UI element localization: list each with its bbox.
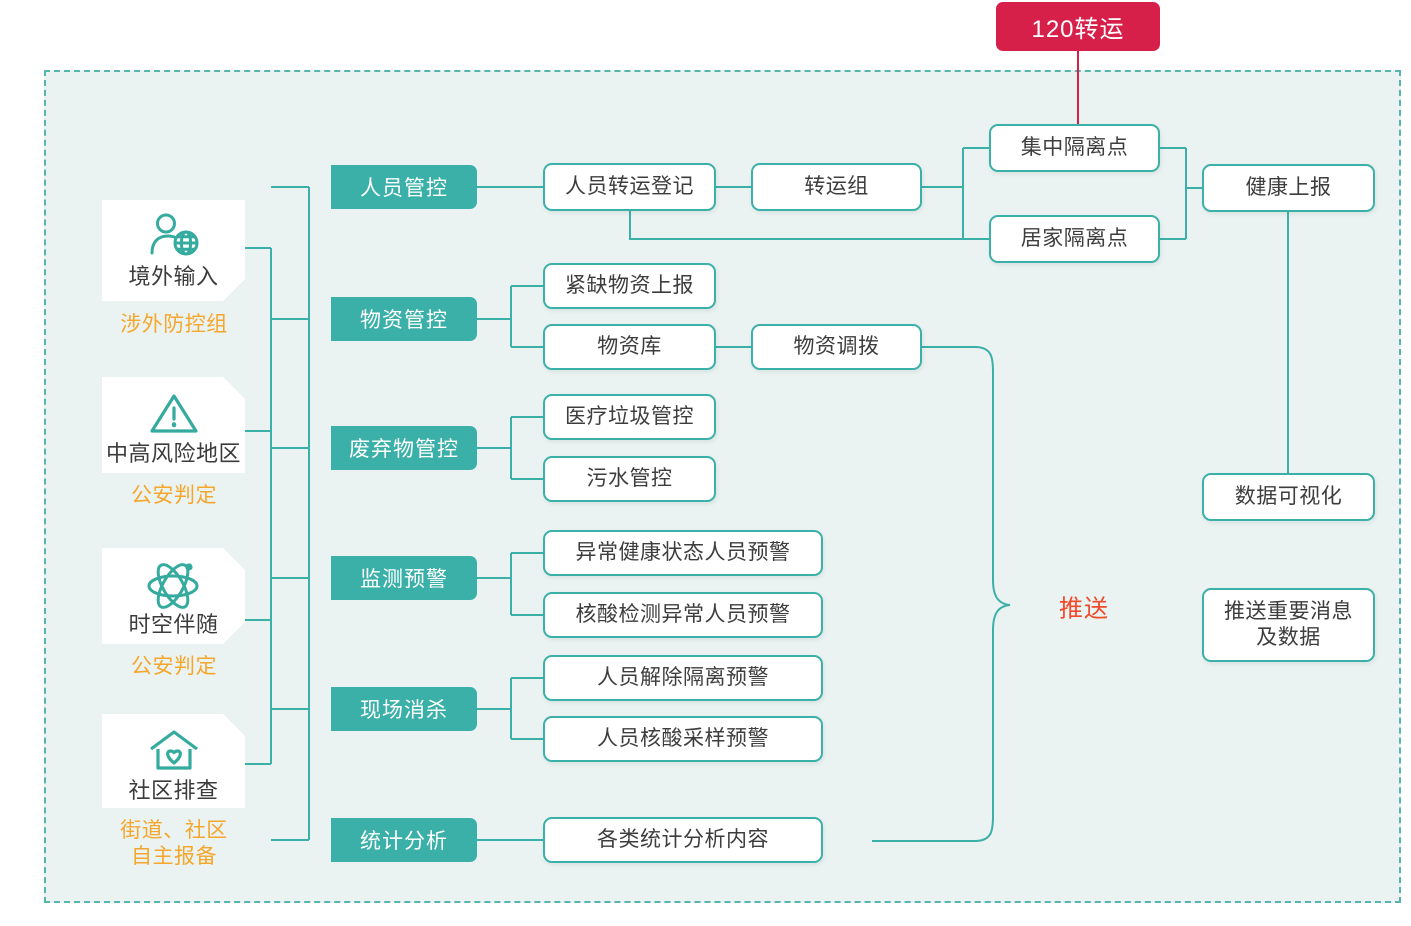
category-pill-onsite-disinfection[interactable]: 现场消杀 bbox=[331, 687, 477, 731]
category-label: 人员管控 bbox=[360, 177, 448, 200]
node-label: 医疗垃圾管控 bbox=[565, 404, 694, 428]
node-label: 人员解除隔离预警 bbox=[597, 665, 769, 689]
node-statistics-contents[interactable]: 各类统计分析内容 bbox=[543, 817, 823, 863]
source-card-community[interactable]: 社区排查 bbox=[102, 714, 245, 808]
source-sub-overseas: 涉外防控组 bbox=[120, 313, 228, 336]
category-label: 物资管控 bbox=[360, 309, 448, 332]
node-push-message[interactable]: 推送重要消息 及数据 bbox=[1202, 588, 1375, 662]
warning-triangle-icon bbox=[148, 386, 200, 440]
overseas-person-globe-icon bbox=[144, 209, 204, 263]
node-label: 推送重要消息 及数据 bbox=[1224, 599, 1353, 649]
node-supply-dispatch[interactable]: 物资调拨 bbox=[751, 324, 922, 370]
source-label: 时空伴随 bbox=[128, 612, 219, 637]
node-label: 人员转运登记 bbox=[565, 174, 694, 198]
node-label: 物资调拨 bbox=[793, 334, 880, 358]
node-medical-waste-control[interactable]: 医疗垃圾管控 bbox=[543, 394, 716, 440]
atom-orbit-icon bbox=[145, 557, 203, 611]
category-pill-personnel-control[interactable]: 人员管控 bbox=[331, 165, 477, 209]
node-label: 各类统计分析内容 bbox=[597, 827, 769, 851]
banner-label: 120转运 bbox=[1031, 16, 1125, 43]
push-annotation-label: 推送 bbox=[1059, 595, 1109, 623]
node-label: 健康上报 bbox=[1245, 175, 1332, 199]
node-sewage-control[interactable]: 污水管控 bbox=[543, 456, 716, 502]
source-sub-spacetime: 公安判定 bbox=[131, 655, 217, 678]
node-urgent-supply-report[interactable]: 紧缺物资上报 bbox=[543, 263, 716, 309]
source-card-overseas[interactable]: 境外输入 bbox=[102, 200, 245, 301]
source-label: 社区排查 bbox=[128, 778, 219, 803]
node-data-visualization[interactable]: 数据可视化 bbox=[1202, 473, 1375, 521]
node-central-quarantine[interactable]: 集中隔离点 bbox=[989, 124, 1160, 172]
node-label: 人员核酸采样预警 bbox=[597, 726, 769, 750]
node-transfer-group[interactable]: 转运组 bbox=[751, 163, 922, 211]
node-label: 集中隔离点 bbox=[1020, 135, 1129, 159]
source-card-spacetime[interactable]: 时空伴随 bbox=[102, 548, 245, 644]
source-sub-community: 街道、社区 自主报备 bbox=[120, 819, 228, 869]
node-alert-abnormal-pcr[interactable]: 核酸检测异常人员预警 bbox=[543, 592, 823, 638]
node-label: 异常健康状态人员预警 bbox=[575, 540, 791, 564]
source-label: 境外输入 bbox=[128, 264, 219, 289]
node-home-quarantine[interactable]: 居家隔离点 bbox=[989, 215, 1160, 263]
category-pill-monitoring-alert[interactable]: 监测预警 bbox=[331, 556, 477, 600]
node-health-report[interactable]: 健康上报 bbox=[1202, 164, 1375, 212]
source-card-risk-area[interactable]: 中高风险地区 bbox=[102, 377, 245, 473]
node-alert-pcr-sampling[interactable]: 人员核酸采样预警 bbox=[543, 716, 823, 762]
banner-120-transfer[interactable]: 120转运 bbox=[996, 2, 1160, 51]
node-label: 核酸检测异常人员预警 bbox=[575, 602, 791, 626]
category-label: 现场消杀 bbox=[360, 699, 448, 722]
node-alert-release-quarantine[interactable]: 人员解除隔离预警 bbox=[543, 655, 823, 701]
category-pill-supplies-control[interactable]: 物资管控 bbox=[331, 297, 477, 341]
category-label: 监测预警 bbox=[360, 568, 448, 591]
category-pill-waste-control[interactable]: 废弃物管控 bbox=[331, 426, 477, 470]
node-label: 紧缺物资上报 bbox=[565, 273, 694, 297]
node-alert-abnormal-health[interactable]: 异常健康状态人员预警 bbox=[543, 530, 823, 576]
node-label: 物资库 bbox=[597, 334, 662, 358]
category-pill-statistics[interactable]: 统计分析 bbox=[331, 818, 477, 862]
node-transfer-register[interactable]: 人员转运登记 bbox=[543, 163, 716, 211]
node-label: 居家隔离点 bbox=[1020, 226, 1129, 250]
node-label: 数据可视化 bbox=[1234, 484, 1343, 508]
source-sub-risk-area: 公安判定 bbox=[131, 484, 217, 507]
node-supply-warehouse[interactable]: 物资库 bbox=[543, 324, 716, 370]
category-label: 统计分析 bbox=[360, 830, 448, 853]
category-label: 废弃物管控 bbox=[349, 438, 459, 461]
source-label: 中高风险地区 bbox=[105, 441, 241, 466]
node-label: 污水管控 bbox=[586, 466, 673, 490]
node-label: 转运组 bbox=[804, 174, 869, 198]
house-heart-icon bbox=[146, 723, 202, 777]
